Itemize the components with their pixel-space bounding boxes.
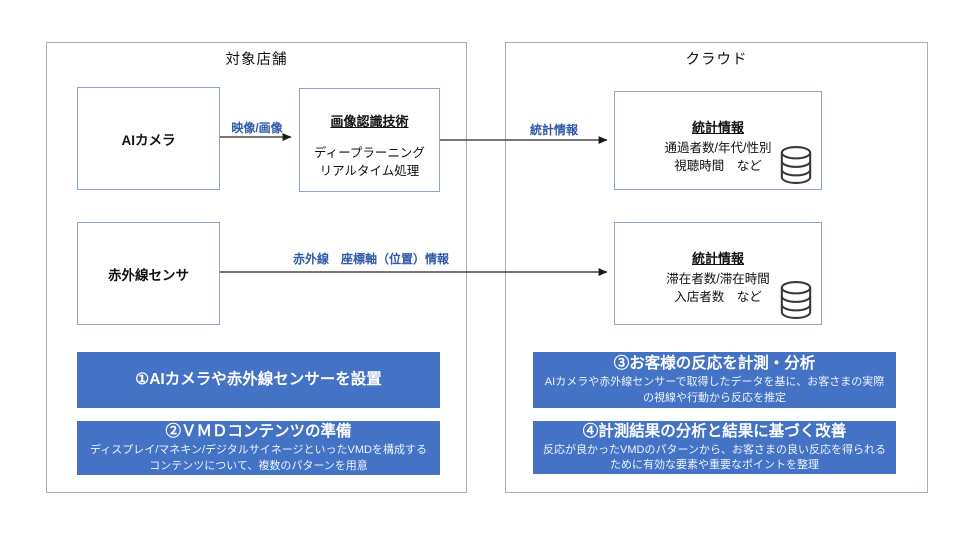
store-panel-title: 対象店舗: [225, 52, 288, 68]
database-icon: [780, 146, 812, 184]
image-recognition-line1: ディープラーニング: [314, 146, 425, 160]
ai-camera-label: AIカメラ: [121, 132, 176, 148]
cloud-panel: クラウド: [505, 42, 928, 493]
step-2-body: ディスプレイ/マネキン/デジタルサイネージといったVMDを構成するコンテンツにつ…: [89, 444, 427, 472]
step-2-heading: ②ＶＭＤコンテンツの準備: [165, 423, 352, 441]
infrared-arrow-label: 赤外線 座標軸（位置）情報: [292, 252, 450, 266]
stats-camera-line2: 視聴時間 など: [674, 159, 762, 174]
ir-sensor-label: 赤外線センサ: [108, 267, 189, 283]
image-recognition-title: 画像認識技術: [330, 114, 409, 129]
step-4-analyze-improve: ④計測結果の分析と結果に基づく改善 反応が良かったVMDのパターンから、お客さま…: [533, 421, 896, 474]
stats-sensor-line1: 滞在者数/滞在時間: [666, 272, 770, 286]
stats-arrow-label: 統計情報: [529, 123, 579, 137]
ai-camera-node: AIカメラ: [77, 87, 220, 190]
database-icon: [780, 281, 812, 319]
step-4-body: 反応が良かったVMDのパターンから、お客さまの良い反応を得られるために有効な要素…: [543, 443, 886, 472]
step-3-measure-analyze-reactions: ③お客様の反応を計測・分析 AIカメラや赤外線センサーで取得したデータを基に、お…: [533, 352, 896, 408]
cloud-panel-title: クラウド: [685, 52, 748, 68]
stats-sensor-line2: 入店者数 など: [674, 290, 762, 305]
step-3-body: AIカメラや赤外線センサーで取得したデータを基に、お客さまの実際の視線や行動から…: [544, 376, 885, 404]
stats-camera-node: 統計情報 通過者数/年代/性別 視聴時間 など: [614, 91, 822, 190]
video-image-arrow-label: 映像/画像: [231, 121, 283, 135]
step-1-install-sensors: ①AIカメラや赤外線センサーを設置: [77, 352, 440, 408]
ir-sensor-node: 赤外線センサ: [77, 222, 220, 325]
stats-camera-line1: 通過者数/年代/性別: [664, 141, 772, 155]
step-3-heading: ③お客様の反応を計測・分析: [613, 355, 816, 373]
image-recognition-node: 画像認識技術 ディープラーニング リアルタイム処理: [299, 88, 440, 192]
step-1-heading: ①AIカメラや赤外線センサーを設置: [135, 370, 382, 388]
stats-sensor-node: 統計情報 滞在者数/滞在時間 入店者数 など: [614, 222, 822, 325]
stats-sensor-title: 統計情報: [691, 251, 744, 266]
step-2-prepare-vmd-contents: ②ＶＭＤコンテンツの準備 ディスプレイ/マネキン/デジタルサイネージといったVM…: [77, 421, 440, 475]
step-4-heading: ④計測結果の分析と結果に基づく改善: [582, 422, 847, 440]
stats-camera-title: 統計情報: [691, 120, 744, 135]
image-recognition-line2: リアルタイム処理: [319, 164, 420, 179]
store-panel: 対象店舗: [46, 42, 467, 493]
